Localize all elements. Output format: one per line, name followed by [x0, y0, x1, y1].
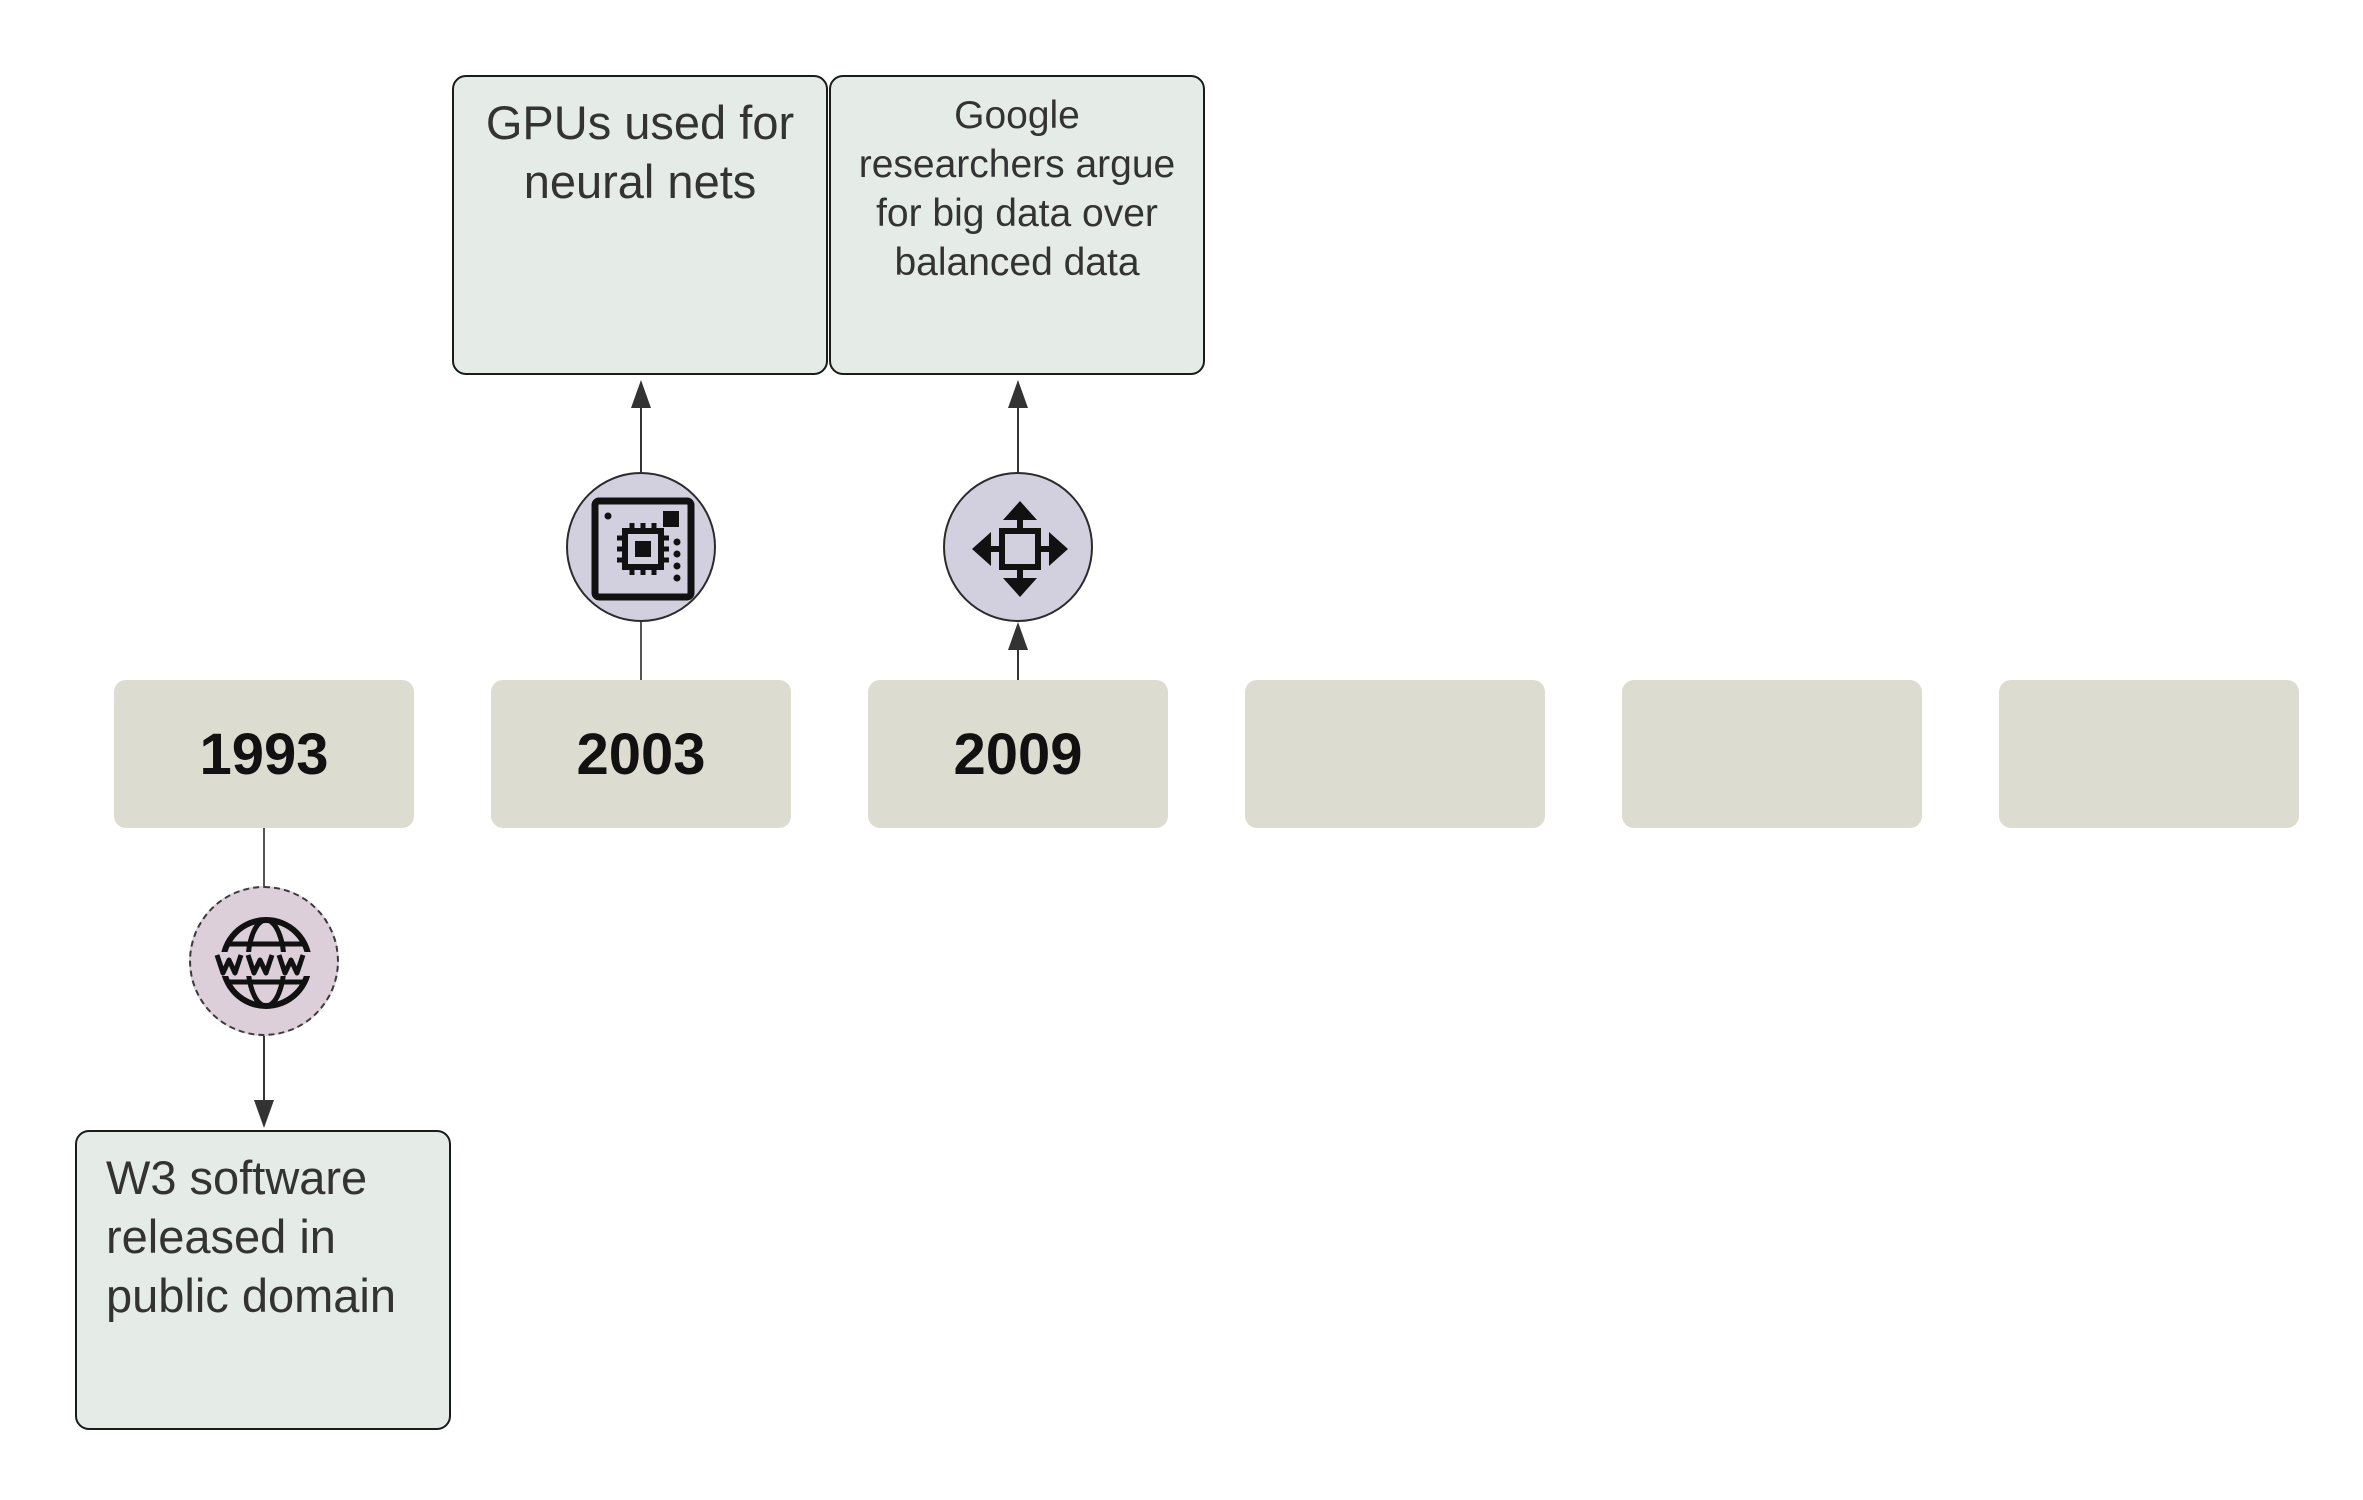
event-box-2009: Google researchers argue for big data ov…	[829, 75, 1205, 375]
event-text-2003: GPUs used for neural nets	[485, 96, 795, 208]
arrowhead-1993	[254, 1100, 274, 1128]
event-text-2009: Google researchers argue for big data ov…	[858, 94, 1176, 284]
move-arrows-icon	[972, 501, 1068, 597]
year-box-empty-1	[1245, 680, 1545, 828]
icon-circle-1993	[189, 886, 339, 1036]
year-box-2003: 2003	[491, 680, 791, 828]
year-box-empty-2	[1622, 680, 1922, 828]
event-box-1993: W3 software released in public domain	[75, 1130, 451, 1430]
year-box-2009: 2009	[868, 680, 1168, 828]
arrowhead-2009	[1008, 380, 1028, 408]
event-text-1993: W3 software released in public domain	[106, 1151, 397, 1322]
year-box-empty-3	[1999, 680, 2299, 828]
icon-circle-2009	[943, 472, 1093, 622]
year-box-1993: 1993	[114, 680, 414, 828]
event-box-2003: GPUs used for neural nets	[452, 75, 828, 375]
www-globe-icon	[213, 917, 319, 1009]
arrowhead-2009-icon	[1008, 622, 1028, 650]
circuit-chip-icon	[591, 497, 695, 601]
icon-circle-2003	[566, 472, 716, 622]
arrowhead-2003	[631, 380, 651, 408]
